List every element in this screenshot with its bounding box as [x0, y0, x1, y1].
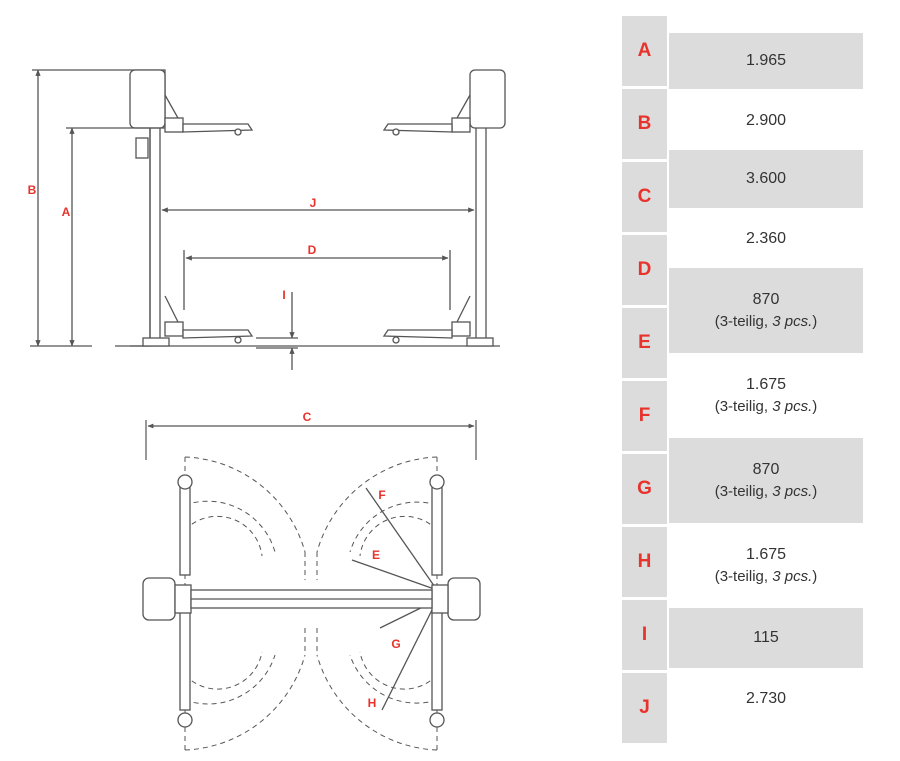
front-view-drawing	[30, 69, 506, 370]
control-box	[135, 137, 149, 159]
left-column-head	[129, 69, 166, 129]
letter-cell: D	[622, 235, 667, 308]
label-b: B	[28, 183, 37, 197]
value-cell: 115	[669, 608, 863, 668]
label-f: F	[378, 488, 385, 502]
left-column-base	[142, 577, 176, 621]
value-note: (3-teilig, 3 pcs.)	[714, 567, 818, 585]
value-text: 3.600	[745, 170, 787, 187]
dimension-letter-column: A B C D E F G H I J	[622, 16, 667, 746]
value-note: (3-teilig, 3 pcs.)	[714, 397, 818, 415]
top-view-drawing	[142, 420, 481, 751]
right-column-base	[447, 577, 481, 621]
value-cell: 3.600	[669, 150, 863, 208]
label-j: J	[310, 196, 317, 210]
right-lower-arm	[382, 295, 471, 344]
label-e: E	[372, 548, 380, 562]
letter-cell: I	[622, 600, 667, 673]
value-text: 2.730	[745, 690, 787, 707]
left-upper-arm	[164, 94, 254, 136]
value-cell: 1.965	[669, 33, 863, 89]
letter-cell: F	[622, 381, 667, 454]
label-d: D	[308, 243, 317, 257]
value-text: 870	[752, 460, 780, 478]
label-a: A	[62, 205, 71, 219]
label-i: I	[282, 288, 285, 302]
value-note: (3-teilig, 3 pcs.)	[714, 312, 818, 330]
lift-dimension-diagram: B A J D I C F E G H	[28, 69, 506, 751]
letter-cell: J	[622, 673, 667, 746]
value-cell: 1.675 (3-teilig, 3 pcs.)	[669, 353, 863, 438]
value-text: 870	[752, 290, 780, 308]
value-text: 2.900	[745, 112, 787, 129]
value-note: (3-teilig, 3 pcs.)	[714, 482, 818, 500]
letter-cell: E	[622, 308, 667, 381]
value-text: 1.675	[745, 545, 787, 563]
value-cell: 870 (3-teilig, 3 pcs.)	[669, 438, 863, 523]
value-cell: 1.675 (3-teilig, 3 pcs.)	[669, 523, 863, 608]
value-cell: 2.360	[669, 210, 863, 268]
value-cell: 2.730	[669, 670, 863, 728]
letter-cell: G	[622, 454, 667, 527]
value-text: 1.965	[745, 52, 787, 69]
label-c: C	[303, 410, 312, 424]
value-text: 2.360	[745, 230, 787, 247]
value-cell: 870 (3-teilig, 3 pcs.)	[669, 268, 863, 353]
letter-cell: H	[622, 527, 667, 600]
letter-cell: A	[622, 16, 667, 89]
label-g: G	[391, 637, 400, 651]
right-column-head	[469, 69, 506, 129]
value-text: 1.675	[745, 375, 787, 393]
right-upper-arm	[382, 94, 471, 136]
left-lower-arm	[164, 295, 254, 344]
letter-cell: C	[622, 162, 667, 235]
value-text: 115	[753, 629, 779, 646]
value-cell: 2.900	[669, 92, 863, 150]
letter-cell: B	[622, 89, 667, 162]
label-h: H	[368, 696, 377, 710]
